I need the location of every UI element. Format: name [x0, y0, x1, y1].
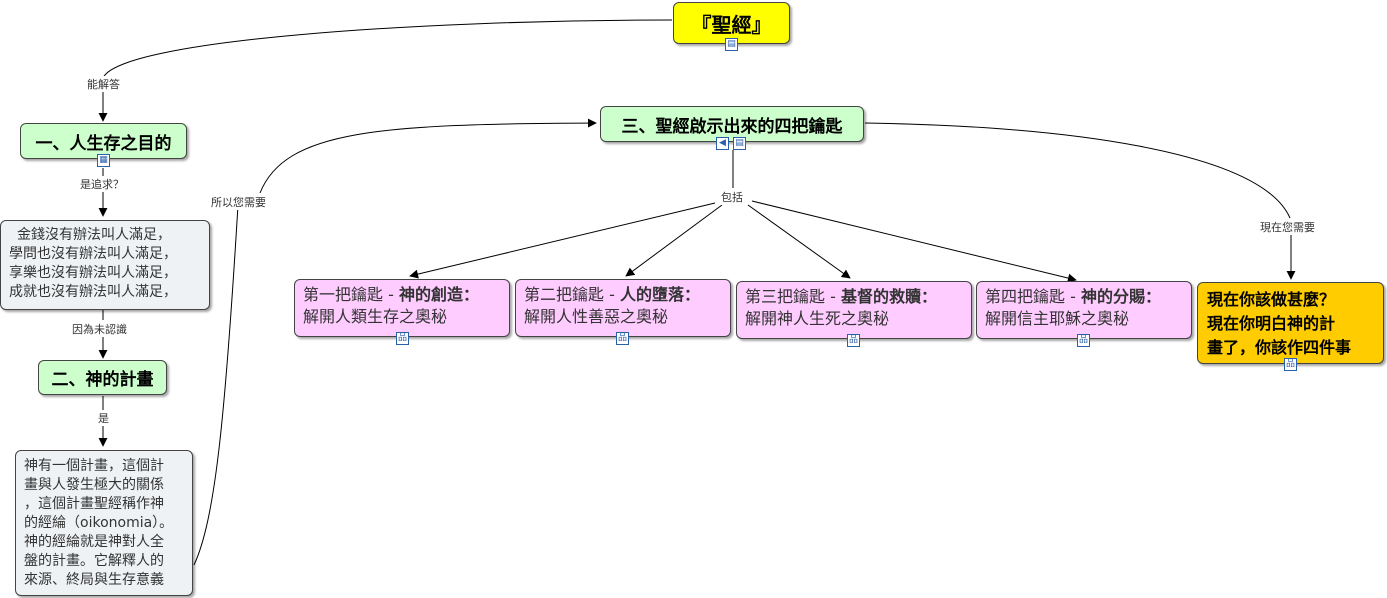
key4-bold: 神的分賜：	[1080, 287, 1161, 306]
purpose-text: 一、人生存之目的	[35, 133, 172, 154]
key2-node[interactable]: 第二把鑰匙 - 人的墮落： 解開人性善惡之奧秘	[515, 279, 731, 337]
key1-node[interactable]: 第一把鑰匙 - 神的創造： 解開人類生存之奧秘	[294, 279, 510, 337]
keys-title: 三、聖經啟示出來的四把鑰匙	[621, 116, 843, 137]
money-line-2: 學問也沒有辦法叫人滿足，	[9, 246, 177, 262]
key1-line2: 解開人類生存之奧秘	[303, 307, 448, 326]
plan-line-4: 的經綸（oikonomia）。	[24, 515, 174, 531]
audio-icon[interactable]: ◀	[716, 137, 729, 150]
plan-node[interactable]: 二、神的計畫	[38, 360, 167, 395]
key2-prefix: 第二把鑰匙 -	[524, 285, 620, 304]
title-node[interactable]: 『聖經』	[673, 2, 790, 44]
label-not-know: 因為未認識	[70, 321, 129, 337]
plan-line-7: 來源、終局與生存意義	[24, 572, 164, 588]
key4-prefix: 第四把鑰匙 -	[985, 287, 1081, 306]
key1-bold: 神的創造：	[398, 285, 479, 304]
now-line-2: 現在你明白神的計	[1207, 314, 1336, 333]
key3-line2: 解開神人生死之奧秘	[745, 309, 890, 328]
label-is: 是	[96, 410, 111, 426]
money-line-3: 享樂也沒有辦法叫人滿足，	[9, 265, 177, 281]
plan-line-6: 盤的計畫。它解釋人的	[24, 553, 164, 569]
title-text: 『聖經』	[691, 12, 772, 37]
key3-prefix: 第三把鑰匙 -	[745, 287, 841, 306]
purpose-node[interactable]: 一、人生存之目的	[20, 123, 187, 159]
concept-map-icon[interactable]: 品	[396, 332, 409, 345]
key4-line2: 解開信主耶穌之奧秘	[985, 309, 1130, 328]
now-line-1: 現在你該做甚麼？	[1207, 290, 1336, 309]
label-include: 包括	[719, 189, 745, 205]
plan-text-node[interactable]: 神有一個計畫，這個計 畫與人發生極大的關係 ，這個計畫聖經稱作神 的經綸（oik…	[15, 450, 193, 596]
plan-line-3: ，這個計畫聖經稱作神	[24, 496, 164, 512]
key2-line2: 解開人性善惡之奧秘	[524, 307, 669, 326]
money-line-4: 成就也沒有辦法叫人滿足，	[9, 284, 177, 300]
now-node[interactable]: 現在你該做甚麼？ 現在你明白神的計 畫了，你該作四件事	[1197, 282, 1384, 364]
now-line-3: 畫了，你該作四件事	[1207, 338, 1352, 357]
money-node[interactable]: 金錢沒有辦法叫人滿足， 學問也沒有辦法叫人滿足， 享樂也沒有辦法叫人滿足， 成就…	[0, 220, 210, 310]
label-can-answer: 能解答	[85, 76, 122, 92]
concept-map-icon[interactable]: 品	[1284, 358, 1297, 371]
plan-line-2: 畫與人發生極大的關係	[24, 477, 164, 493]
money-line-1: 金錢沒有辦法叫人滿足，	[17, 227, 171, 243]
concept-map-icon[interactable]: 品	[616, 332, 629, 345]
key1-prefix: 第一把鑰匙 -	[303, 285, 399, 304]
label-now-you-need: 現在您需要	[1258, 219, 1317, 235]
plan-title: 二、神的計畫	[51, 370, 154, 390]
label-pursue: 是追求？	[78, 176, 126, 192]
document-icon[interactable]: ▤	[725, 38, 738, 51]
plan-line-1: 神有一個計畫，這個計	[24, 458, 164, 474]
concept-map-icon[interactable]: 品	[1077, 334, 1090, 347]
key3-bold: 基督的救贖：	[840, 287, 937, 306]
key3-node[interactable]: 第三把鑰匙 - 基督的救贖： 解開神人生死之奧秘	[736, 281, 972, 339]
plan-line-5: 神的經綸就是神對人全	[24, 534, 164, 550]
concept-map-icon[interactable]: 品	[847, 334, 860, 347]
label-so-you-need: 所以您需要	[209, 194, 268, 210]
video-icon[interactable]: ▦	[97, 154, 110, 167]
keys-node[interactable]: 三、聖經啟示出來的四把鑰匙	[600, 106, 864, 142]
document-icon[interactable]: ▤	[733, 137, 746, 150]
key4-node[interactable]: 第四把鑰匙 - 神的分賜： 解開信主耶穌之奧秘	[976, 281, 1192, 339]
key2-bold: 人的墮落：	[619, 285, 700, 304]
link-title-purpose	[102, 19, 673, 79]
